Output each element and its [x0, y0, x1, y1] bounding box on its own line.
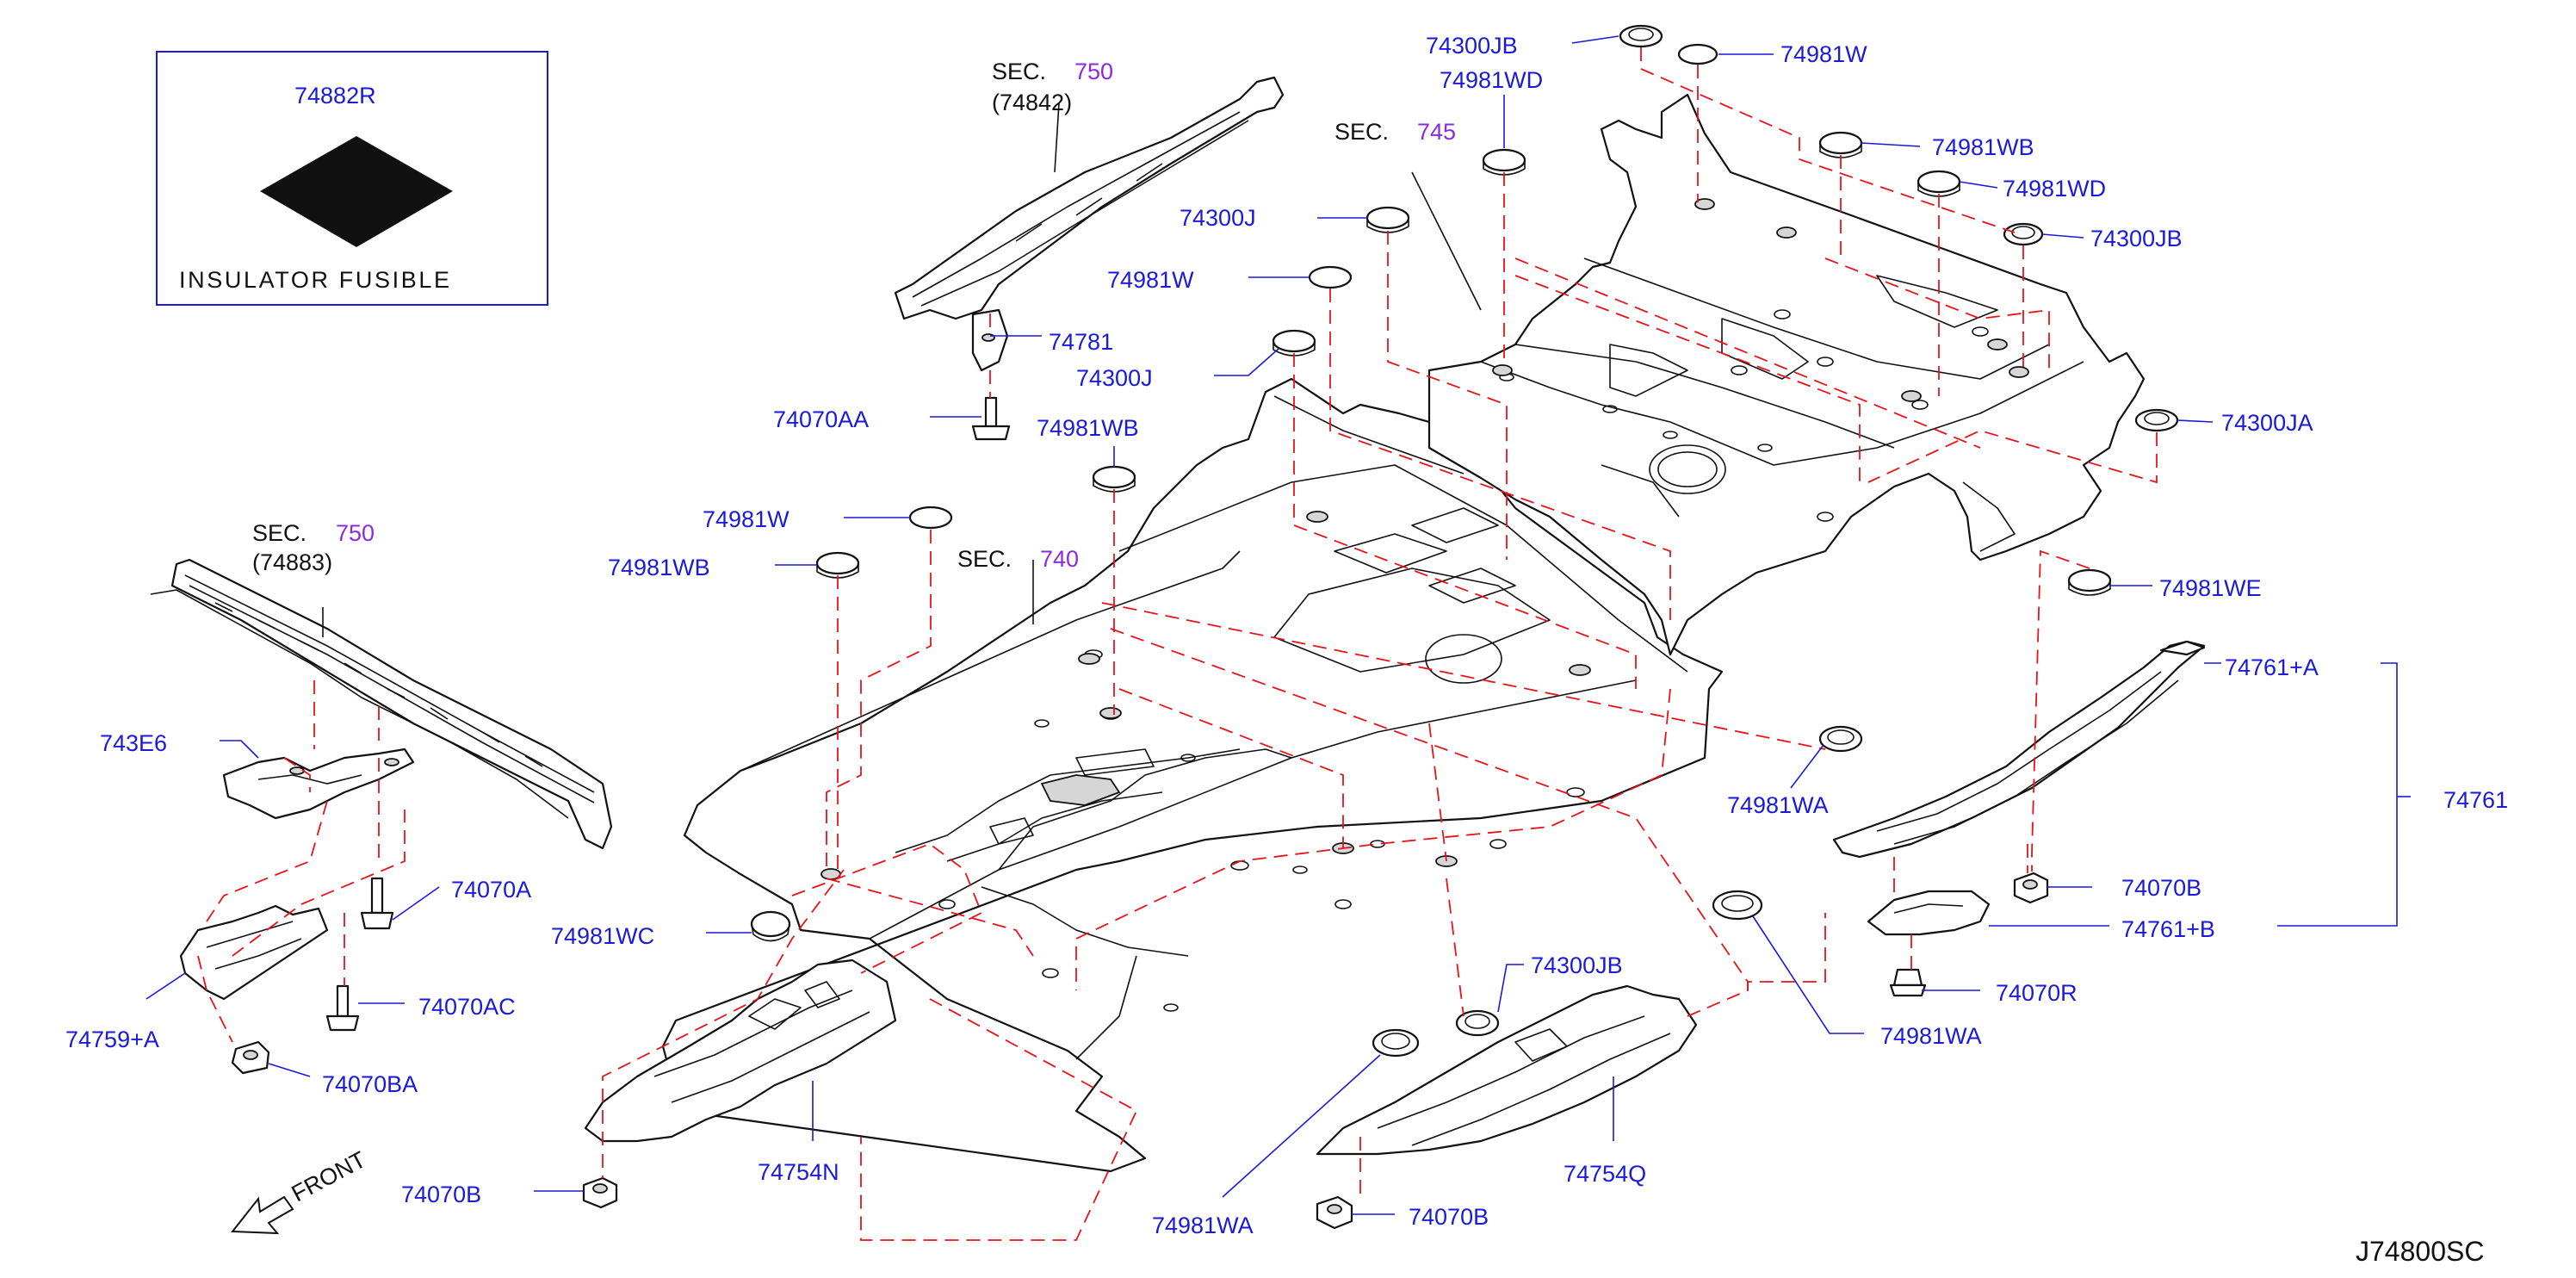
- plug-74981WA-bottom: [1372, 1028, 1420, 1058]
- label-74070R[interactable]: 74070R: [1996, 980, 2078, 1006]
- plug-74981WD-right: [1917, 170, 1961, 197]
- label-74981WD-top[interactable]: 74981WD: [1440, 67, 1543, 93]
- label-74761B[interactable]: 74761+B: [2121, 916, 2215, 942]
- insulator-fusible-icon: [260, 136, 453, 247]
- plug-74981WC: [750, 910, 791, 942]
- section-ref: (74883): [252, 549, 332, 575]
- legend-part-number[interactable]: 74882R: [294, 83, 376, 109]
- plug-74981W-mid: [1308, 265, 1353, 289]
- plug-74300J-a: [1365, 206, 1410, 233]
- assembly-dashed-lines: [197, 47, 2158, 1241]
- label-74300J-b[interactable]: 74300J: [1076, 365, 1153, 391]
- label-74070B-bottom[interactable]: 74070B: [1409, 1204, 1489, 1230]
- label-74981W-top[interactable]: 74981W: [1780, 41, 1867, 67]
- label-74981WA-mid[interactable]: 74981WA: [1727, 792, 1829, 818]
- plug-74981WA-right: [1712, 890, 1763, 921]
- label-74981WA-bottom[interactable]: 74981WA: [1152, 1213, 1254, 1238]
- leader-lines: [146, 35, 2411, 1215]
- section-number[interactable]: 750: [1074, 59, 1113, 84]
- side-member-74883: [150, 558, 613, 850]
- part-labels: 74300JB 74981W 74981WD 74981WB 74981WD 7…: [65, 33, 2508, 1238]
- label-74300JB-bottom[interactable]: 74300JB: [1531, 952, 1623, 978]
- insulator-74761B: [1867, 890, 1991, 936]
- nut-74070B-right: [2013, 872, 2049, 904]
- label-74981WB-mid[interactable]: 74981WB: [1037, 415, 1139, 441]
- diagram-code: J74800SC: [2356, 1236, 2484, 1267]
- plug-74981W-left: [908, 506, 953, 530]
- label-74300JA[interactable]: 74300JA: [2221, 410, 2313, 436]
- section-745: SEC. 745: [1334, 119, 1456, 145]
- bolt-74070AA: [971, 396, 1011, 441]
- insulator-legend-box: 74882R INSULATOR FUSIBLE: [156, 51, 548, 306]
- plug-74981WE: [2067, 568, 2112, 596]
- front-arrow-icon: [230, 1195, 294, 1235]
- label-74761[interactable]: 74761: [2443, 787, 2508, 813]
- label-74300JB-right[interactable]: 74300JB: [2090, 226, 2183, 251]
- legend-caption: INSULATOR FUSIBLE: [179, 267, 449, 293]
- bolt-74070AC: [325, 984, 360, 1032]
- section-ref: (74842): [992, 90, 1072, 115]
- bracket-74781: [971, 308, 1009, 372]
- label-74981WA-right[interactable]: 74981WA: [1880, 1023, 1982, 1049]
- plug-74981W-top: [1677, 43, 1718, 65]
- label-74754Q[interactable]: 74754Q: [1564, 1161, 1646, 1187]
- label-74300JB-top[interactable]: 74300JB: [1426, 33, 1518, 59]
- plug-74300J-b: [1272, 329, 1316, 357]
- label-74759A[interactable]: 74759+A: [65, 1027, 159, 1052]
- label-74070B-left[interactable]: 74070B: [401, 1182, 481, 1207]
- rear-floor-panel: [1427, 93, 2146, 656]
- label-74981WC[interactable]: 74981WC: [551, 923, 654, 949]
- bracket-743E6: [222, 748, 415, 820]
- insulator-74754Q: [1316, 984, 1698, 1156]
- label-743E6[interactable]: 743E6: [100, 730, 167, 756]
- plug-74981WB-right: [1818, 131, 1863, 158]
- label-74981W-mid[interactable]: 74981W: [1107, 267, 1194, 293]
- nut-74070B-left: [582, 1176, 618, 1209]
- section-740: SEC. 740: [957, 546, 1079, 572]
- bolt-74070A: [360, 877, 394, 930]
- label-74754N[interactable]: 74754N: [758, 1159, 839, 1185]
- label-74070B-right[interactable]: 74070B: [2121, 875, 2201, 901]
- plug-74981WB-left: [815, 551, 860, 579]
- label-74070AC[interactable]: 74070AC: [418, 994, 516, 1020]
- bracket-74759A: [179, 904, 329, 1001]
- plug-74300JB-bottom: [1455, 1009, 1500, 1037]
- insulator-74754N: [584, 958, 897, 1143]
- side-member-74842: [894, 76, 1285, 320]
- section-750-left: SEC. 750 (74883): [252, 520, 375, 575]
- label-74070A[interactable]: 74070A: [451, 877, 531, 903]
- section-prefix: SEC.: [1334, 119, 1389, 145]
- insulator-74761A: [1832, 640, 2206, 859]
- plug-74300JB-top: [1619, 24, 1663, 48]
- plug-74300JB-right: [2003, 222, 2044, 246]
- section-number[interactable]: 750: [336, 520, 375, 546]
- nut-74070B-bottom: [1316, 1195, 1353, 1230]
- section-number[interactable]: 745: [1417, 119, 1456, 145]
- label-74981WB-left[interactable]: 74981WB: [608, 555, 710, 580]
- plug-74981WD-top: [1482, 148, 1526, 176]
- label-74300J-a[interactable]: 74300J: [1180, 205, 1256, 231]
- label-74761A[interactable]: 74761+A: [2225, 655, 2319, 680]
- section-prefix: SEC.: [957, 546, 1012, 572]
- section-prefix: SEC.: [252, 520, 307, 546]
- front-label: FRONT: [288, 1146, 370, 1207]
- plug-74981WA-mid: [1818, 725, 1863, 753]
- label-74981W-left[interactable]: 74981W: [703, 506, 790, 532]
- section-750-top: SEC. 750 (74842): [992, 59, 1113, 115]
- section-prefix: SEC.: [992, 59, 1046, 84]
- label-74981WB-right[interactable]: 74981WB: [1932, 134, 2034, 160]
- section-number[interactable]: 740: [1040, 546, 1079, 572]
- bolt-74070R: [1889, 968, 1927, 997]
- label-74981WD-right[interactable]: 74981WD: [2003, 176, 2106, 202]
- plug-74300JA: [2134, 408, 2179, 432]
- label-74070AA[interactable]: 74070AA: [773, 406, 869, 432]
- nut-74070BA: [231, 1040, 270, 1075]
- plug-74981WB-mid: [1092, 465, 1136, 493]
- label-74981WE[interactable]: 74981WE: [2159, 575, 2262, 601]
- label-74070BA[interactable]: 74070BA: [322, 1071, 418, 1097]
- label-74781[interactable]: 74781: [1049, 329, 1113, 355]
